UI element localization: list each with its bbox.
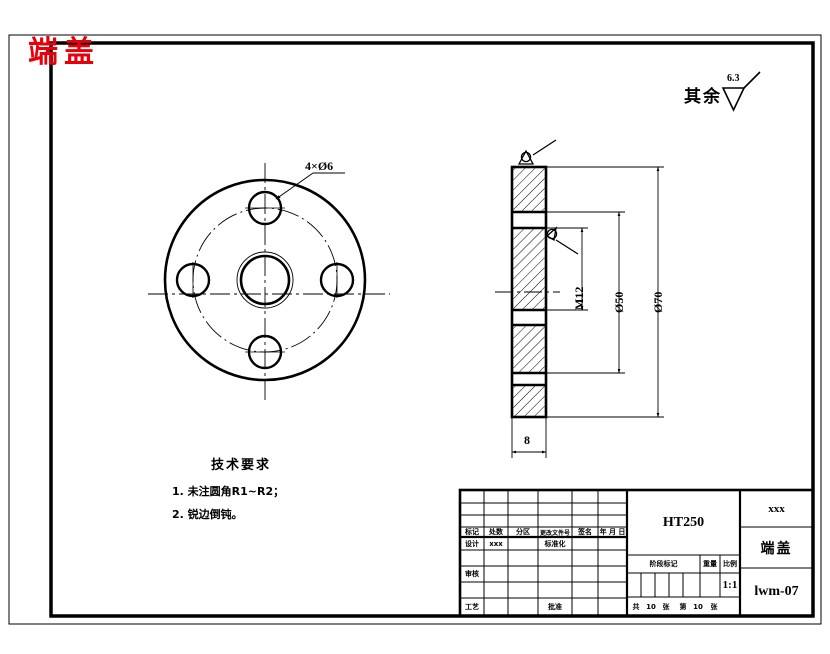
tb-scale-value: 1:1 <box>722 579 738 591</box>
dimension-m12 <box>546 227 588 311</box>
front-view-centerlines <box>148 163 390 400</box>
dimension-thickness <box>511 417 547 458</box>
tb-drawing-number: lwm-07 <box>754 584 799 599</box>
tb-sheet-index: 10 <box>693 602 703 611</box>
tb-standardize: 标准化 <box>544 540 566 548</box>
dimension-d70 <box>546 166 664 418</box>
red-title-watermark: 端盖 <box>28 35 100 70</box>
dimension-label-d70: Ø70 <box>651 291 665 313</box>
tb-role-design: 设计 <box>465 540 479 548</box>
tb-role-process: 工艺 <box>465 603 479 611</box>
tb-sheet-total-prefix: 共 <box>632 602 640 611</box>
tb-weight-label: 重量 <box>703 560 717 568</box>
tb-company: xxx <box>768 502 785 515</box>
tb-stage-mark-label: 阶段标记 <box>649 560 678 568</box>
general-roughness-symbol <box>721 71 761 112</box>
technical-requirement-item-1: 1. 未注圆角R1~R2； <box>172 485 285 498</box>
technical-requirements-heading: 技术要求 <box>211 458 272 473</box>
sheet-inner-frame <box>49 41 815 618</box>
sheet-outer-border <box>8 34 822 625</box>
surface-finish-symbol-bore <box>545 226 579 255</box>
dimension-label-m12: M12 <box>572 286 586 310</box>
tb-part-name: 端盖 <box>760 540 793 557</box>
section-internal-edges <box>512 210 546 387</box>
dimension-d50 <box>546 211 625 374</box>
tb-role-review: 审核 <box>465 570 479 578</box>
tb-header-date: 年 月 日 <box>599 528 626 536</box>
tb-role-approve: 批准 <box>548 603 562 611</box>
surface-finish-symbol-top <box>517 139 557 165</box>
hole-centerlines <box>192 207 338 353</box>
section-view <box>495 139 664 458</box>
tb-design-name: xxx <box>489 540 503 548</box>
tb-header-mark: 标记 <box>465 528 479 536</box>
general-roughness-label: 其余 <box>684 87 722 107</box>
tb-sheet-total-unit: 张 <box>662 602 670 611</box>
tb-header-count: 处数 <box>489 528 503 536</box>
tb-header-signature: 签名 <box>578 528 592 536</box>
technical-requirement-item-2: 2. 锐边倒钝。 <box>172 508 243 521</box>
tb-sheet-index-prefix: 第 <box>679 602 687 611</box>
section-hatching <box>513 168 545 416</box>
tb-header-change-file-no: 更改文件号 <box>539 529 570 537</box>
dimension-label-d50: Ø50 <box>612 291 626 313</box>
tb-sheet-total: 10 <box>646 602 656 611</box>
tb-header-zone: 分区 <box>516 528 530 536</box>
hole-callout-label: 4×Ø6 <box>305 159 334 173</box>
hole-callout-leader <box>275 172 345 200</box>
tb-scale-label: 比例 <box>723 560 737 568</box>
general-roughness-value: 6.3 <box>727 73 740 84</box>
dimension-label-thickness: 8 <box>524 433 530 447</box>
title-block-grid <box>458 488 815 618</box>
tb-sheet-index-unit: 张 <box>710 602 718 611</box>
tb-material: HT250 <box>662 514 705 530</box>
front-view <box>148 163 390 400</box>
